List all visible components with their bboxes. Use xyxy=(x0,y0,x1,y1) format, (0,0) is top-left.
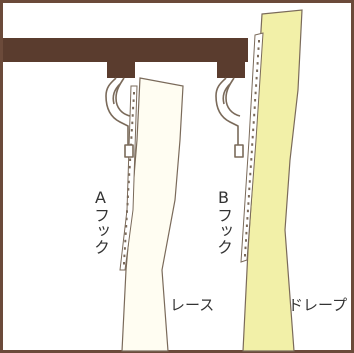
tape-slot xyxy=(256,69,259,72)
tape-slot xyxy=(248,180,251,183)
tape-slot xyxy=(251,143,254,146)
tape-slot xyxy=(257,47,260,50)
tape-slot xyxy=(250,150,253,154)
tape-slot xyxy=(125,225,128,228)
tape-slot xyxy=(125,217,128,221)
hook-a-label: Aフック xyxy=(91,188,110,255)
tape-slot xyxy=(251,135,254,139)
tape-slot xyxy=(131,114,134,117)
tape-slot xyxy=(123,247,126,250)
tape-slot xyxy=(255,76,258,80)
tape-slot xyxy=(126,210,128,213)
tape-slot xyxy=(123,262,125,265)
tape-slot xyxy=(124,232,127,235)
pleat-tape-icon xyxy=(119,85,138,271)
curtain-rail xyxy=(3,38,248,62)
tape-slot xyxy=(246,209,249,213)
tape-slot xyxy=(249,172,252,176)
tape-slot xyxy=(127,188,130,191)
pleat-tape-icon xyxy=(240,32,264,263)
tape-slot xyxy=(124,239,127,243)
tape-slot xyxy=(130,136,133,139)
tape-slot xyxy=(245,231,248,235)
tape-slot xyxy=(126,202,129,206)
tape-slot xyxy=(258,40,260,43)
tape-slot xyxy=(129,158,132,161)
curtain-hook-icon xyxy=(215,77,244,158)
tape-slot xyxy=(255,84,258,87)
tape-slot xyxy=(253,113,256,117)
drape-label: ドレープ xyxy=(288,296,348,314)
tape-slot xyxy=(248,187,251,191)
tape-slot xyxy=(252,121,255,124)
tape-slot xyxy=(132,106,135,110)
tape-slot xyxy=(245,239,247,242)
tape-slot xyxy=(256,62,259,65)
runner-a xyxy=(107,62,135,78)
tape-slot xyxy=(244,246,247,250)
tape-slot xyxy=(250,158,253,161)
tape-slot xyxy=(131,121,134,125)
tape-slot xyxy=(254,99,257,102)
tape-slot xyxy=(253,106,256,109)
tape-slot xyxy=(133,92,135,95)
tape-slot xyxy=(130,129,133,132)
lace-label: レース xyxy=(170,296,215,314)
tape-slot xyxy=(132,99,135,102)
tape-slot xyxy=(127,180,130,184)
tape-slot xyxy=(254,91,257,95)
tape-slot xyxy=(247,202,250,205)
tape-slot xyxy=(244,254,246,257)
tape-slot xyxy=(257,54,259,58)
runner-b xyxy=(217,62,245,78)
tape-slot xyxy=(128,165,131,169)
tape-slot xyxy=(123,254,126,258)
hook-b-label: Bフック xyxy=(214,188,233,255)
tape-slot xyxy=(246,217,249,220)
tape-slot xyxy=(247,195,250,198)
curtain-hook-icon xyxy=(105,77,134,158)
tape-slot xyxy=(249,165,252,168)
tape-slot xyxy=(128,173,131,176)
tape-slot xyxy=(126,195,129,198)
tape-slot xyxy=(245,224,248,227)
tape-slot xyxy=(252,128,255,132)
